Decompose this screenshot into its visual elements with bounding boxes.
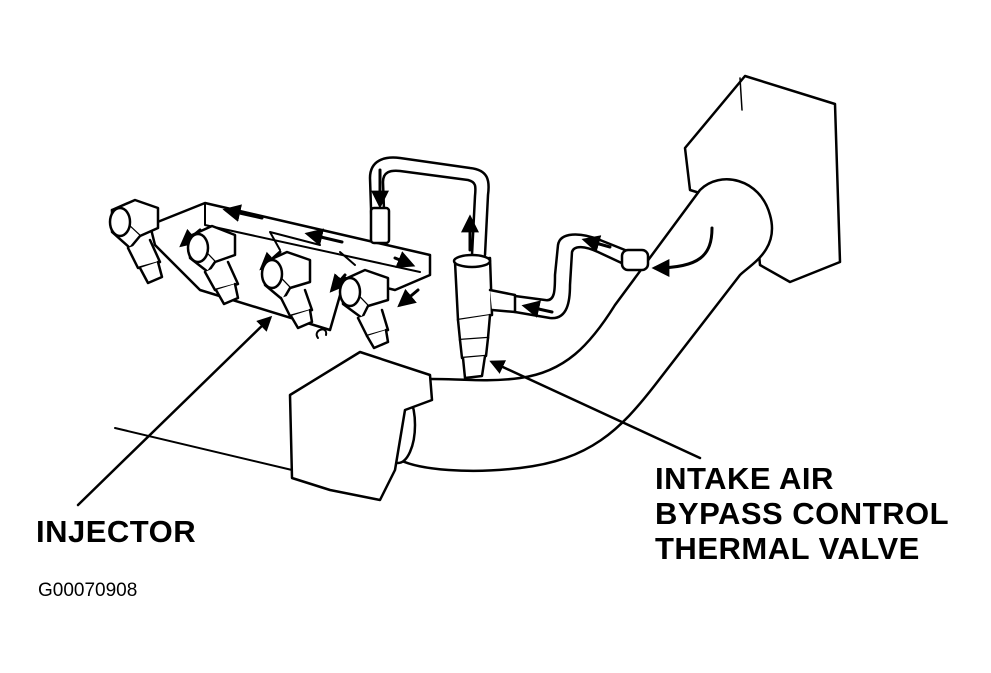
bypass-hose (368, 156, 490, 257)
figure-id: G00070908 (38, 580, 138, 601)
injector-2 (186, 224, 240, 306)
leader-lines (76, 315, 702, 507)
injector-3 (260, 250, 314, 330)
thermal-valve (452, 253, 517, 380)
injector-label: INJECTOR (36, 514, 197, 549)
thermal-valve-label-line-3: THERMAL VALVE (655, 531, 920, 566)
intake-manifold (114, 328, 434, 502)
thermal-valve-label: INTAKE AIR BYPASS CONTROL THERMAL VALVE (655, 461, 949, 566)
duct-hose (513, 226, 714, 320)
injector-1 (108, 198, 164, 285)
thermal-valve-label-line-1: INTAKE AIR (655, 461, 834, 496)
intake-duct (379, 178, 774, 473)
thermal-valve-label-line-2: BYPASS CONTROL (655, 496, 950, 531)
injector-4 (338, 268, 390, 350)
